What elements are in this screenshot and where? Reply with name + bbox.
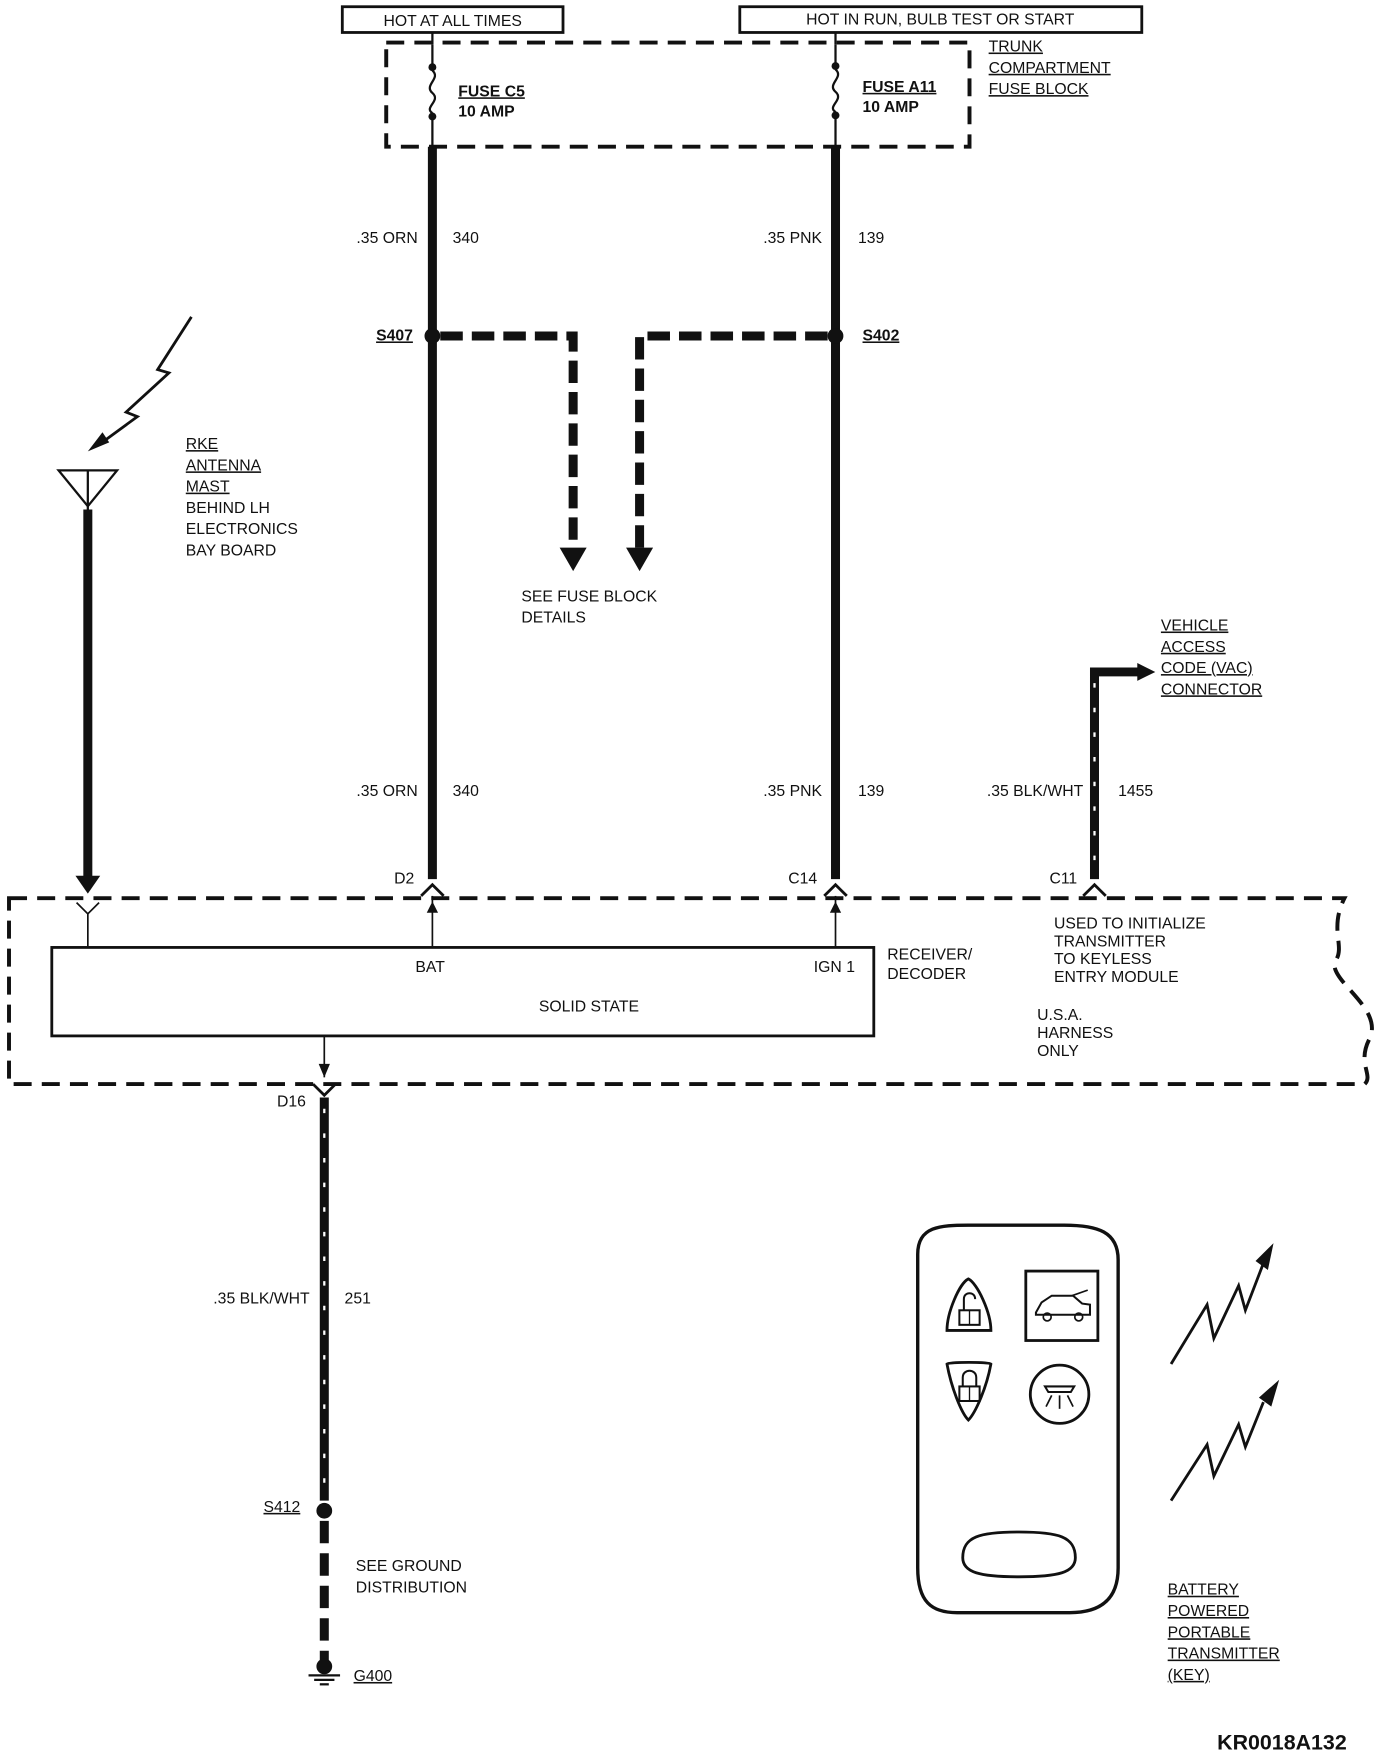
used-to-line-3: TO KEYLESS	[1054, 951, 1152, 968]
fuse-block-label-2: COMPARTMENT	[989, 60, 1111, 77]
connector-c11-label: C11	[1049, 871, 1077, 888]
ground-dist-line-2: DISTRIBUTION	[356, 1580, 467, 1597]
solid-state-label: SOLID STATE	[539, 998, 639, 1015]
transmitter-label-2: POWERED	[1168, 1603, 1249, 1620]
fuse-c5-name: FUSE C5	[458, 83, 525, 100]
fuse-details-line-2: DETAILS	[521, 610, 586, 627]
wire-139-lower-label: .35 PNK	[763, 783, 822, 800]
antenna-label-4: BEHIND LH	[186, 500, 270, 517]
figure-code: KR0018A132	[1217, 1730, 1347, 1754]
power-hot-in-run: HOT IN RUN, BULB TEST OR START	[738, 5, 1144, 45]
wire-340-upper-label: .35 ORN	[356, 230, 417, 247]
fuse-a11-rating: 10 AMP	[863, 99, 919, 116]
lock-button-icon	[945, 1360, 993, 1423]
ign-terminal-label: IGN 1	[814, 959, 855, 976]
key-fob-transmitter	[916, 1223, 1120, 1615]
used-to-line-4: ENTRY MODULE	[1054, 969, 1179, 986]
transmitter-label-3: PORTABLE	[1168, 1624, 1251, 1641]
connector-d2: D2	[394, 871, 445, 947]
wire-1455-label: .35 BLK/WHT	[987, 783, 1084, 800]
splice-s412-label: S412	[263, 1499, 300, 1516]
antenna-label-6: BAY BOARD	[186, 543, 277, 560]
wire-340-upper-circuit: 340	[453, 230, 480, 247]
transmitter-label-5: (KEY)	[1168, 1667, 1210, 1684]
wire-139-upper-label: .35 PNK	[763, 230, 822, 247]
receiver-decoder-module: BAT IGN 1 SOLID STATE RECEIVER/ DECODER …	[7, 896, 1374, 1087]
power-hot-at-all-times: HOT AT ALL TIMES	[340, 5, 565, 45]
wire-139-pnk: .35 PNK 139 .35 PNK 139	[763, 146, 884, 880]
antenna-terminal	[75, 902, 100, 947]
splice-s407: S407	[376, 327, 587, 572]
splice-s402: S402	[626, 327, 900, 572]
fuse-block-label-3: FUSE BLOCK	[989, 81, 1089, 98]
panic-light-button-icon	[1028, 1363, 1091, 1425]
keyring-slot-icon	[961, 1530, 1077, 1579]
wire-340-lower-label: .35 ORN	[356, 783, 417, 800]
wire-340-orn: .35 ORN 340 .35 ORN 340	[356, 146, 480, 880]
transmitter-label-4: TRANSMITTER	[1168, 1646, 1280, 1663]
unlock-button-icon	[945, 1277, 993, 1332]
wire-1455-circuit: 1455	[1118, 783, 1153, 800]
wire-139-lower-circuit: 139	[858, 783, 884, 800]
fuse-a11-symbol	[831, 44, 840, 147]
trunk-release-button-icon	[1024, 1269, 1100, 1342]
fuse-c5-symbol	[428, 44, 437, 147]
receiver-label-1: RECEIVER/	[887, 947, 973, 964]
wire-340-lower-circuit: 340	[453, 783, 480, 800]
wire-139-upper-circuit: 139	[858, 230, 884, 247]
connector-c14-label: C14	[788, 871, 817, 888]
vac-label-3: CODE (VAC)	[1161, 660, 1253, 677]
fuse-a11-name: FUSE A11	[863, 79, 937, 96]
hot-in-run-label: HOT IN RUN, BULB TEST OR START	[806, 12, 1075, 29]
wire-251-ground: D16 .35 BLK/WHT 251 S412 SEE GROUND DIST…	[213, 1035, 467, 1686]
rke-antenna: RKE ANTENNA MAST BEHIND LH ELECTRONICS B…	[56, 316, 298, 894]
vac-label-2: ACCESS	[1161, 639, 1226, 656]
usa-line-2: HARNESS	[1037, 1025, 1113, 1042]
splice-s407-label: S407	[376, 327, 413, 344]
splice-s402-label: S402	[863, 327, 900, 344]
vac-label-4: CONNECTOR	[1161, 681, 1262, 698]
usa-line-3: ONLY	[1037, 1043, 1079, 1060]
bat-terminal-label: BAT	[415, 959, 445, 976]
antenna-label-2: ANTENNA	[186, 457, 262, 474]
ground-dist-line-1: SEE GROUND	[356, 1558, 462, 1575]
transmitter-label-1: BATTERY	[1168, 1582, 1240, 1599]
fuse-details-line-1: SEE FUSE BLOCK	[521, 588, 657, 605]
hot-at-all-times-label: HOT AT ALL TIMES	[383, 13, 521, 30]
used-to-line-1: USED TO INITIALIZE	[1054, 915, 1206, 932]
vac-label-1: VEHICLE	[1161, 618, 1228, 635]
fuse-c5-rating: 10 AMP	[458, 104, 514, 121]
used-to-line-2: TRANSMITTER	[1054, 933, 1166, 950]
ground-g400-label: G400	[354, 1668, 393, 1685]
receiver-label-2: DECODER	[887, 966, 966, 983]
antenna-label-3: MAST	[186, 479, 230, 496]
connector-c14: C14	[788, 871, 848, 947]
usa-line-1: U.S.A.	[1037, 1007, 1083, 1024]
connector-d16-label: D16	[277, 1093, 306, 1110]
wire-251-label: .35 BLK/WHT	[213, 1291, 310, 1308]
connector-d2-label: D2	[394, 871, 414, 888]
antenna-label-5: ELECTRONICS	[186, 521, 298, 538]
antenna-label-1: RKE	[186, 436, 218, 453]
fuse-block: TRUNK COMPARTMENT FUSE BLOCK FUSE C5 10 …	[384, 39, 1111, 149]
fuse-block-label-1: TRUNK	[989, 39, 1044, 56]
wire-251-circuit: 251	[345, 1291, 371, 1308]
transmitter-signal-icon	[1169, 1243, 1280, 1502]
wire-1455-vac: VEHICLE ACCESS CODE (VAC) CONNECTOR .35 …	[987, 618, 1262, 880]
connector-c11: C11	[1049, 871, 1107, 897]
